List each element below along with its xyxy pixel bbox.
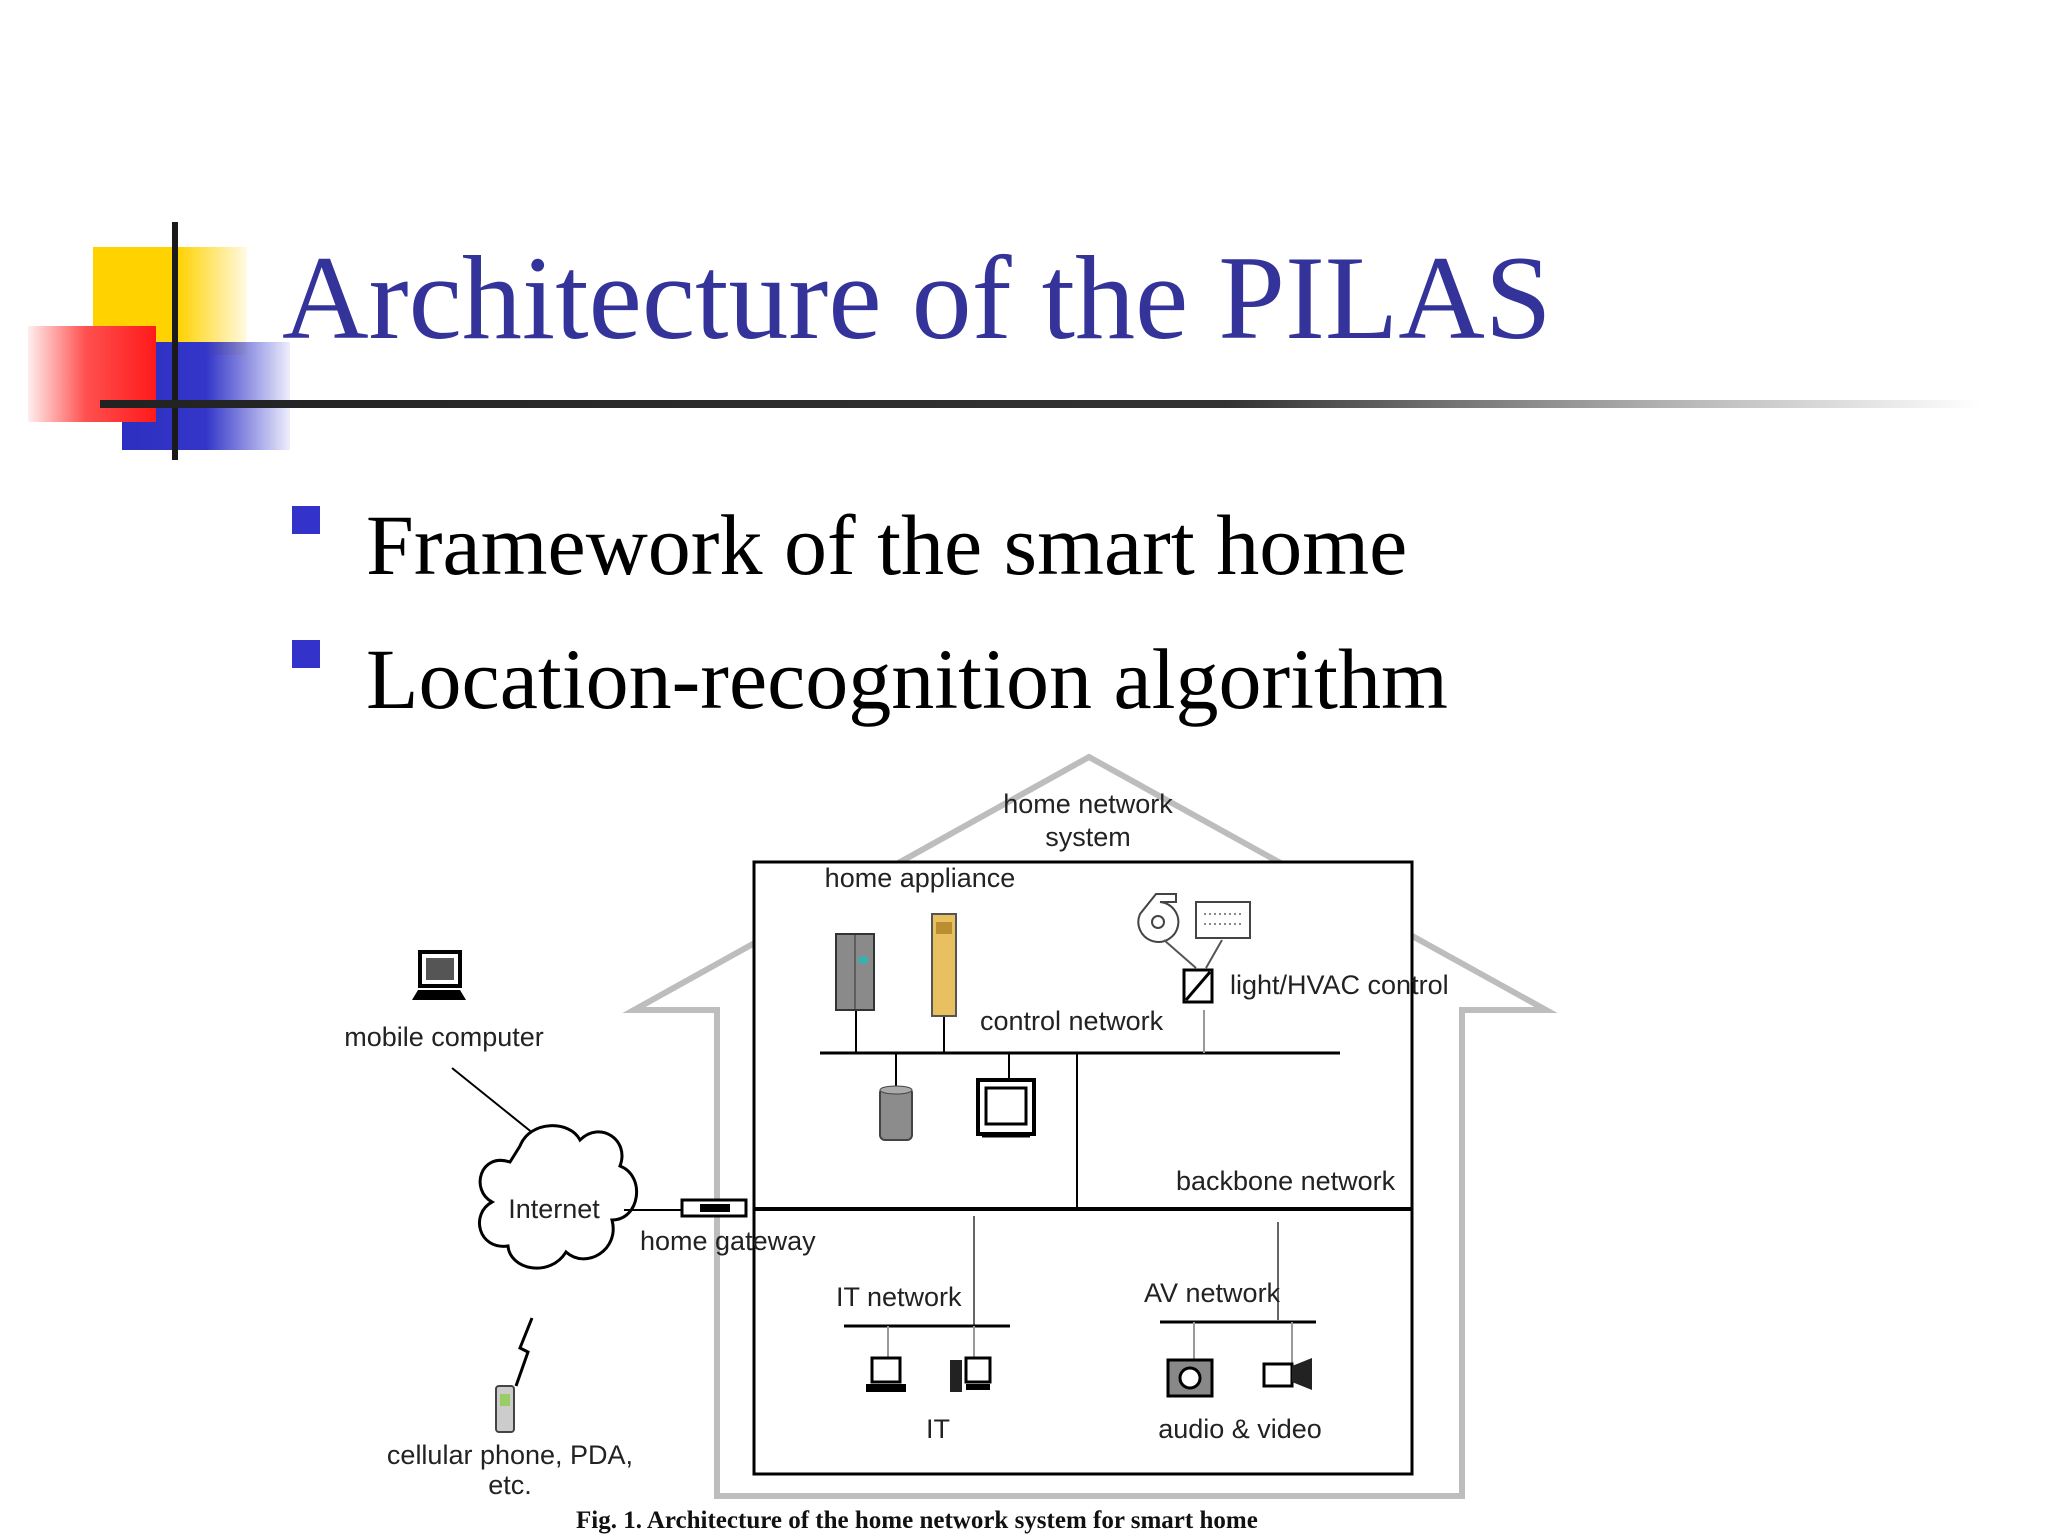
label-home-appliance: home appliance <box>825 863 1016 893</box>
appliance-icon <box>879 1085 913 1141</box>
bullet-text: Location-recognition algorithm <box>366 631 1448 727</box>
label-it: IT <box>926 1414 950 1444</box>
label-etc: etc. <box>488 1470 532 1500</box>
label-light-hvac: light/HVAC control <box>1230 970 1449 1000</box>
label-system: system <box>1045 822 1131 852</box>
camera-icon <box>1166 1358 1214 1398</box>
label-home-network: home network <box>1003 789 1173 819</box>
link <box>1163 939 1197 969</box>
fan-icon <box>1137 893 1180 943</box>
label-internet: Internet <box>508 1194 600 1224</box>
label-control-network: control network <box>980 1006 1164 1036</box>
bullet-item: Location-recognition algorithm <box>290 612 1448 746</box>
link <box>1205 939 1223 969</box>
wireless-link <box>514 1317 534 1387</box>
label-av-network: AV network <box>1144 1278 1281 1308</box>
tv-icon <box>976 1078 1036 1138</box>
house-outline <box>622 753 1558 1499</box>
light-hvac-controller-icon <box>1182 968 1214 1004</box>
label-it-network: IT network <box>836 1282 962 1312</box>
bullet-square-icon <box>292 506 320 534</box>
mobile-computer-icon <box>412 950 466 1000</box>
bullet-square-icon <box>292 640 320 668</box>
internet-cloud-icon <box>477 1124 639 1270</box>
slide-title: Architecture of the PILAS <box>282 231 1552 364</box>
bullet-list: Framework of the smart home Location-rec… <box>290 478 1448 746</box>
refrigerator-icon <box>835 933 875 1011</box>
label-cellular: cellular phone, PDA, <box>387 1440 633 1470</box>
desktop-pc-icon <box>950 1356 992 1392</box>
laptop-icon <box>866 1356 906 1392</box>
video-camera-icon <box>1262 1358 1312 1390</box>
label-backbone-network: backbone network <box>1176 1166 1396 1196</box>
mobile-internet-link <box>451 1067 535 1135</box>
figure-caption: Fig. 1. Architecture of the home network… <box>576 1507 1258 1534</box>
air-conditioner-icon <box>931 913 957 1017</box>
bullet-item: Framework of the smart home <box>290 478 1448 612</box>
bullet-text: Framework of the smart home <box>366 497 1408 593</box>
label-audio-video: audio & video <box>1158 1414 1322 1444</box>
cellular-phone-icon <box>495 1385 515 1433</box>
label-mobile-computer: mobile computer <box>344 1022 544 1052</box>
title-underline <box>100 400 1980 408</box>
panel-icon <box>1195 901 1251 939</box>
home-gateway-icon <box>680 1198 748 1218</box>
decor-vertical-line <box>172 222 178 460</box>
label-home-gateway: home gateway <box>640 1226 816 1256</box>
